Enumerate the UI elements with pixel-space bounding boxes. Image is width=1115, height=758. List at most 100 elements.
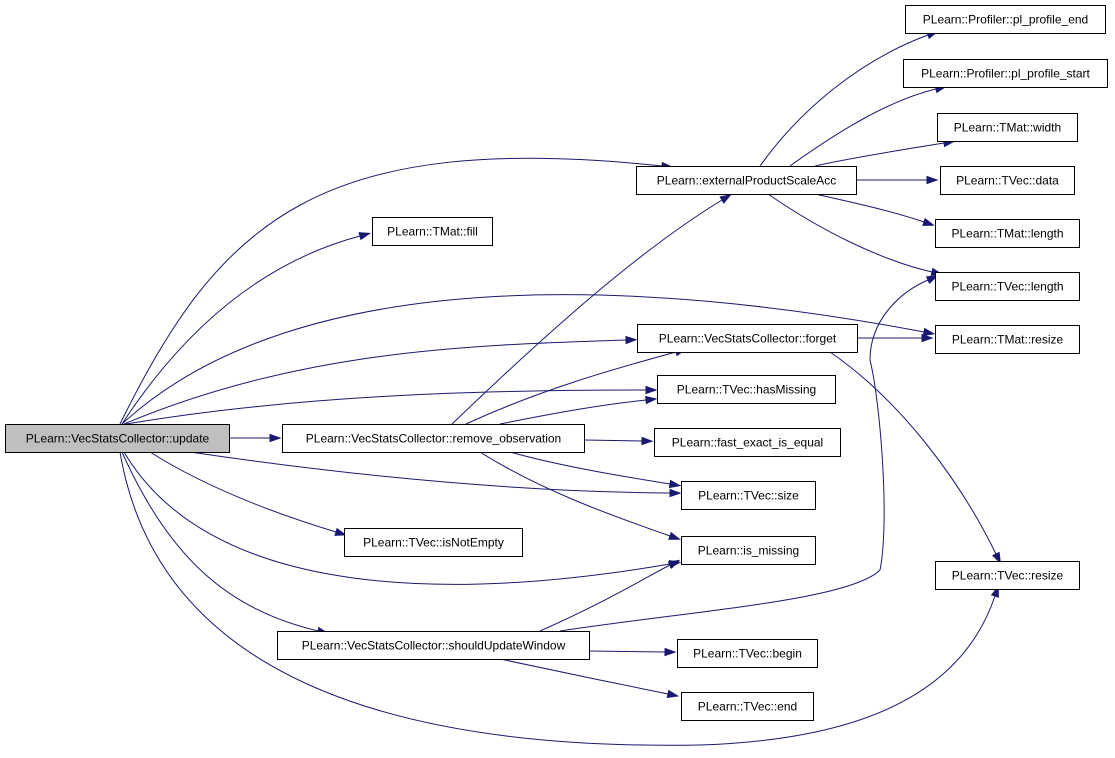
function-node-isnotempty[interactable]: PLearn::TVec::isNotEmpty [344,528,523,557]
call-edge-externalProductScaleAcc-to-tvec_data [856,175,939,185]
function-node-fast-exact-is-equal[interactable]: PLearn::fast_exact_is_equal [654,428,841,457]
call-edge-update-to-shouldUpdateWindow [121,451,330,635]
node-box [681,481,816,510]
node-label: PLearn::TVec::hasMissing [677,383,816,397]
edge-line [149,451,337,533]
node-label: PLearn::TVec::resize [952,569,1064,583]
node-box [935,272,1080,301]
function-node-tvec-data[interactable]: PLearn::TVec::data [940,166,1075,195]
edge-line [121,235,361,425]
arrowhead-icon [645,385,658,395]
edge-line [588,650,666,653]
node-box [282,424,585,453]
call-edge-forget-to-tvec_resize [829,351,1002,565]
edge-line [123,451,671,585]
edge-line [125,389,647,425]
call-edge-update-to-externalProductScaleAcc [119,157,674,425]
node-label: PLearn::TVec::begin [693,647,802,661]
call-edge-remove_observation-to-is_missing [479,451,681,540]
node-box [637,324,858,353]
node-box [677,639,818,668]
edge-line [559,279,929,632]
function-node-tvec-length[interactable]: PLearn::TVec::length [935,272,1080,301]
node-box [937,113,1078,142]
node-box [935,219,1080,248]
edge-line [767,193,933,273]
call-edges [119,30,1002,746]
edge-line [121,294,925,425]
node-label: PLearn::VecStatsCollector::forget [659,332,837,346]
function-node-tvec-size[interactable]: PLearn::TVec::size [681,481,816,510]
node-label: PLearn::externalProductScaleAcc [657,174,836,188]
node-box [903,59,1108,88]
function-node-remove-observation[interactable]: PLearn::VecStatsCollector::remove_observ… [282,424,585,453]
node-box [681,692,814,721]
arrowhead-icon [921,333,934,343]
edge-line [189,451,671,494]
node-box [935,561,1080,590]
function-node-is-missing[interactable]: PLearn::is_missing [681,536,816,565]
node-label: PLearn::TVec::isNotEmpty [363,536,504,550]
call-edge-remove_observation-to-forget [465,348,688,425]
edge-line [539,564,671,632]
arrowhead-icon [925,275,939,285]
call-edge-shouldUpdateWindow-to-tvec_end [499,658,680,699]
function-node-tvec-end[interactable]: PLearn::TVec::end [681,692,814,721]
node-box [654,428,841,457]
edge-line [583,439,643,442]
function-node-hasmissing[interactable]: PLearn::TVec::hasMissing [657,375,836,404]
arrowhead-icon [992,551,1002,565]
call-edge-remove_observation-to-externalProductScaleAcc [451,193,732,425]
function-node-update[interactable]: PLearn::VecStatsCollector::update [5,424,230,453]
arrowhead-icon [922,327,936,337]
arrowhead-icon [926,175,939,185]
call-edge-forget-to-tmat_resize [857,333,934,343]
call-edge-shouldUpdateWindow-to-tvec_length [559,275,939,632]
arrowhead-icon [358,232,372,241]
call-edge-update-to-isNotEmpty [149,451,348,536]
node-box [636,166,857,195]
arrowhead-icon [719,193,732,204]
edge-line [499,399,647,425]
function-node-tmat-resize[interactable]: PLearn::TMat::resize [935,325,1080,354]
function-node-pl-profile-start[interactable]: PLearn::Profiler::pl_profile_start [903,59,1108,88]
node-box [681,536,816,565]
node-label: PLearn::Profiler::pl_profile_start [921,67,1090,81]
edge-line [451,199,723,425]
arrowhead-icon [664,647,677,657]
edge-line [479,451,671,537]
node-box [372,217,493,246]
function-node-tvec-begin[interactable]: PLearn::TVec::begin [677,639,818,668]
call-edge-update-to-tmat_resize [121,294,936,425]
call-edge-update-to-is_missing [123,451,682,585]
call-edge-update-to-remove_observation [229,433,282,443]
node-label: PLearn::TVec::data [956,174,1059,188]
function-node-forget[interactable]: PLearn::VecStatsCollector::forget [637,324,858,353]
function-node-tmat-length[interactable]: PLearn::TMat::length [935,219,1080,248]
function-nodes: PLearn::VecStatsCollector::updatePLearn:… [5,5,1108,721]
edge-line [789,88,937,167]
arrowhead-icon [625,335,638,345]
edge-line [119,157,663,425]
function-node-shouldupdatewindow[interactable]: PLearn::VecStatsCollector::shouldUpdateW… [277,631,590,660]
function-node-tmat-fill[interactable]: PLearn::TMat::fill [372,217,493,246]
node-label: PLearn::TVec::size [698,489,799,503]
arrowhead-icon [645,395,658,405]
edge-line [123,339,627,425]
edge-line [759,34,929,167]
function-node-tvec-resize[interactable]: PLearn::TVec::resize [935,561,1080,590]
call-edge-update-to-tvec_resize [119,451,999,746]
function-node-tmat-width[interactable]: PLearn::TMat::width [937,113,1078,142]
edge-line [814,142,945,167]
call-edge-remove_observation-to-fast_exact_is_equal [583,436,654,446]
node-label: PLearn::TVec::end [698,700,797,714]
call-edge-externalProductScaleAcc-to-tmat_width [814,138,956,167]
node-label: PLearn::VecStatsCollector::remove_observ… [306,432,561,446]
function-node-pl-profile-end[interactable]: PLearn::Profiler::pl_profile_end [905,5,1106,34]
node-label: PLearn::TVec::length [951,280,1063,294]
function-node-externalproductscaleacc[interactable]: PLearn::externalProductScaleAcc [636,166,857,195]
node-box [935,325,1080,354]
call-edge-externalProductScaleAcc-to-tvec_length [767,193,944,276]
call-edge-update-to-forget [123,335,638,425]
